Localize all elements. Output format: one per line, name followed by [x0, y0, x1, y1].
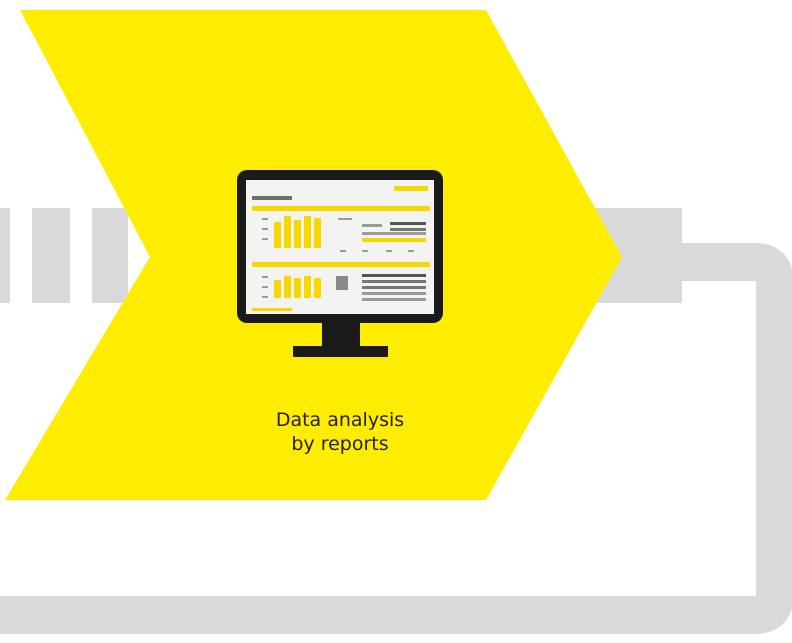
left-flow-segments	[0, 208, 128, 303]
flow-segment-1	[0, 208, 10, 303]
step-caption: Data analysis by reports	[250, 408, 430, 456]
monitor-neck	[322, 323, 360, 348]
caption-line-1: Data analysis	[275, 409, 405, 431]
monitor-icon	[237, 170, 443, 357]
monitor-base	[293, 346, 388, 357]
loop-connector	[0, 243, 792, 634]
flow-segment-2	[32, 208, 70, 303]
report-thumbnail-icon	[252, 186, 430, 311]
caption-line-2: by reports	[291, 433, 389, 455]
flow-segment-3	[92, 208, 128, 303]
